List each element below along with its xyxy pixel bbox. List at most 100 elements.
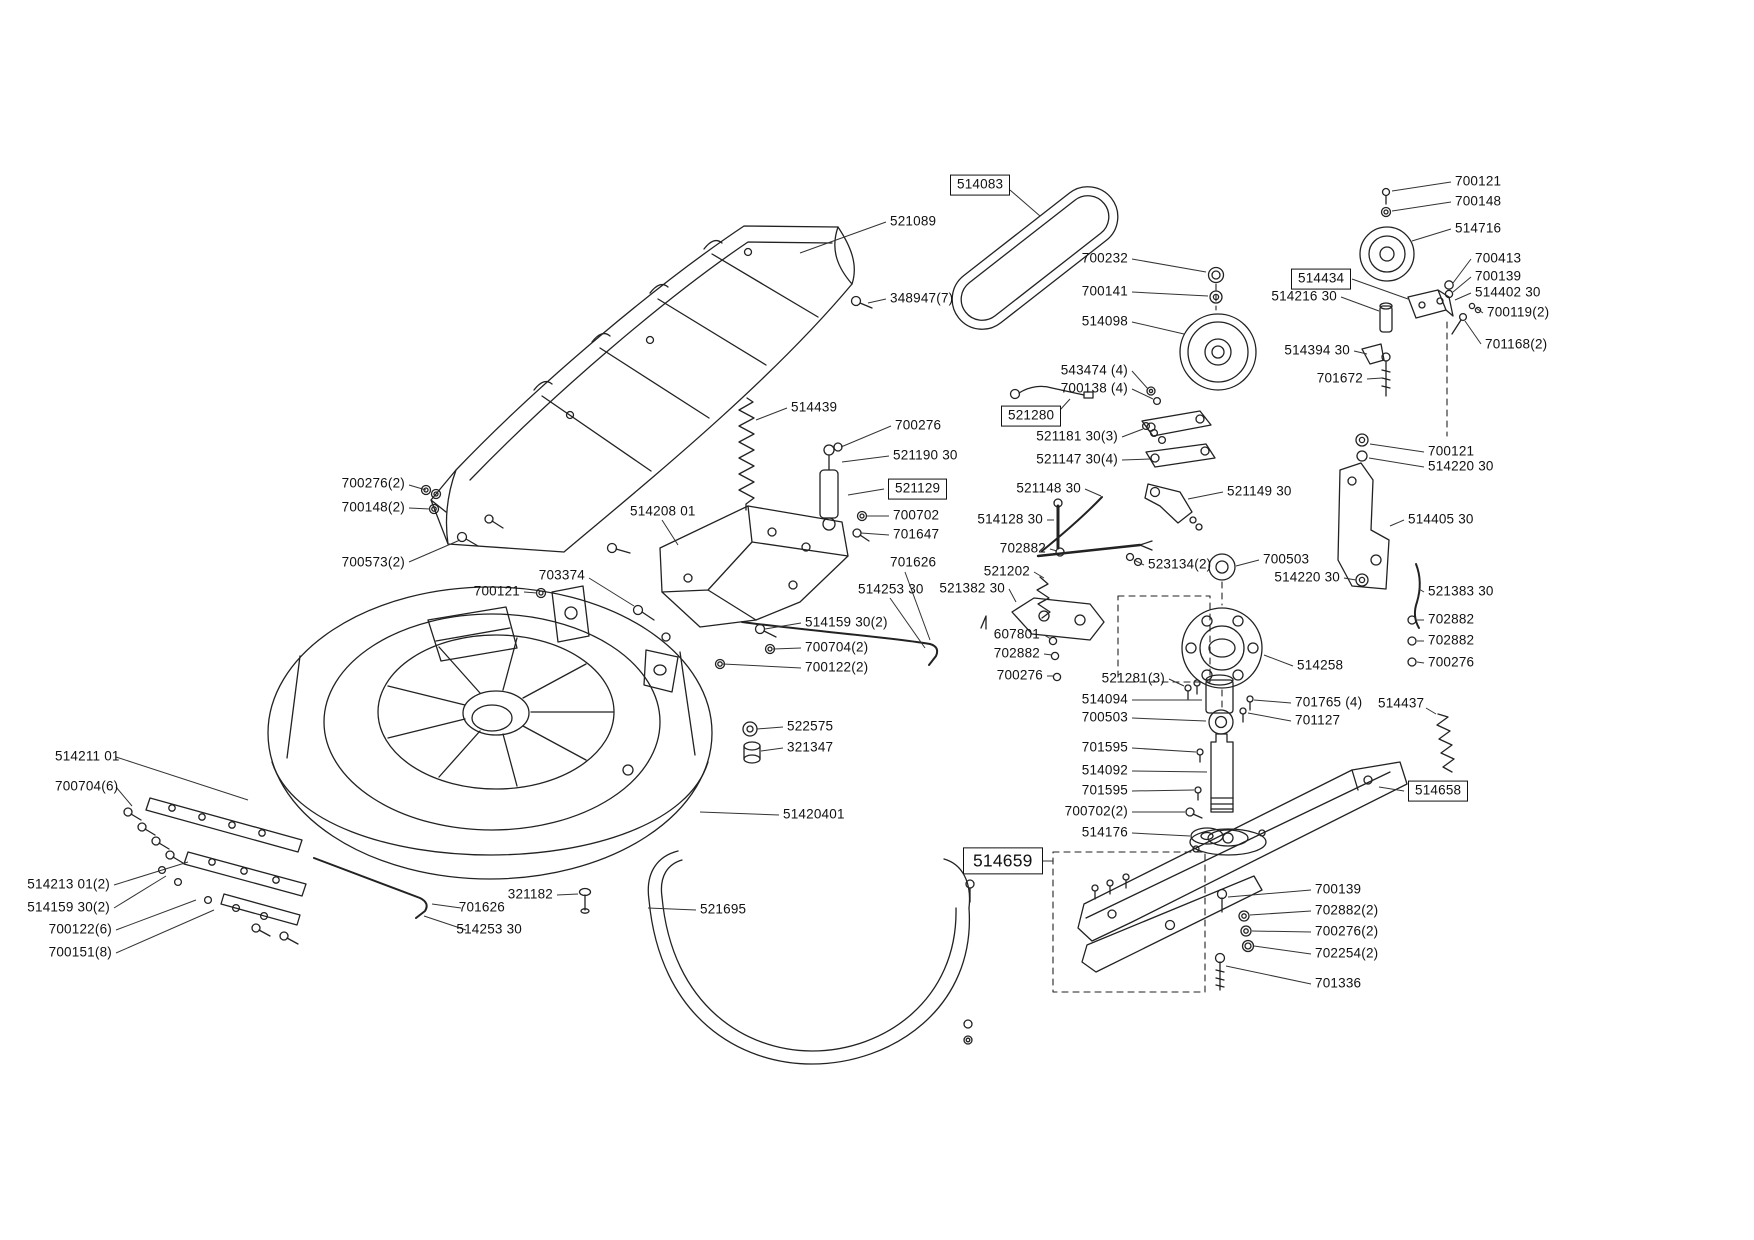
leader-line-86 [1227,889,1312,898]
leader-line-7 [661,519,679,546]
part-label-321347-20: 321347 [787,739,834,755]
part-label-700121-36: 700121 [1455,173,1502,189]
leader-line-70 [1043,653,1053,656]
leader-line-52 [1121,458,1151,461]
part-label-700276-68: 700276 [1428,654,1475,670]
part-label-702882-66: 702882 [1428,611,1475,627]
leader-line-34 [1131,291,1209,297]
leader-line-39 [1452,258,1472,284]
part-label-701127-77: 701127 [1295,712,1341,728]
leader-line-6 [523,591,538,594]
leader-line-45 [1340,296,1380,312]
part-label-700503-74: 700503 [1081,709,1128,725]
leader-line-22 [115,756,249,801]
part-label-701595-81: 701595 [1081,782,1128,798]
part-label-701672-47: 701672 [1316,370,1363,386]
leader-line-3 [408,507,431,510]
leader-line-50 [1059,398,1071,411]
part-label-702882-70: 702882 [993,645,1040,661]
leader-line-23 [115,786,133,807]
part-label-321182-28: 321182 [507,886,553,902]
leader-line-15 [889,597,926,649]
part-label-700702-2-82: 700702(2) [1064,803,1128,819]
part-label-701765-4-76: 701765 (4) [1295,694,1363,710]
leader-line-65 [1418,588,1425,593]
part-label-700276-71: 700276 [996,667,1043,683]
leader-line-89 [1253,945,1312,955]
leader-line-63 [1389,519,1405,527]
part-label-700121-61: 700121 [1428,443,1475,459]
leader-line-9 [840,425,892,448]
screw-glyph-348947 [850,295,873,309]
cable-521280 [1009,385,1094,400]
leader-line-36 [1391,181,1452,192]
hardware-blade [963,873,1255,1045]
leader-line-54 [1187,491,1224,500]
leader-line-76 [1253,699,1292,704]
part-label-701647-13: 701647 [893,526,940,542]
leader-line-24 [113,861,189,886]
part-label-701168-2-43: 701168(2) [1485,336,1548,352]
leader-line-18 [722,663,802,669]
leader-line-80 [1131,770,1208,773]
leader-line-81 [1131,789,1195,792]
part-label-521149-30-54: 521149 30 [1227,483,1292,499]
leader-line-8 [755,407,788,421]
leader-line-77 [1247,712,1292,722]
leader-line-4 [408,539,461,563]
part-label-702882-67: 702882 [1428,632,1475,648]
leader-line-79 [1131,747,1197,753]
leader-line-83 [1131,832,1191,837]
leader-line-58 [1008,588,1017,603]
leader-line-11 [847,488,885,496]
bolt-321182 [578,887,592,914]
hanger-bracket-right [1337,433,1390,590]
part-label-702254-2-89: 702254(2) [1315,945,1379,961]
leader-line-74 [1131,717,1207,722]
part-label-703374-5: 703374 [538,567,585,583]
idler-arm-links [1141,410,1216,531]
leader-line-35 [1131,321,1185,335]
leader-line-46 [1353,350,1368,355]
leader-line-57 [1033,571,1045,579]
part-label-51420401-21: 51420401 [783,806,845,822]
lift-rod-lower [313,857,428,919]
mower-deck [267,585,713,880]
part-label-700121-6: 700121 [473,583,520,599]
leader-line-42 [1475,307,1484,314]
leader-line-44 [1351,278,1409,300]
bearing-700503-upper [1208,553,1236,581]
leader-line-60 [1235,559,1260,567]
leader-line-30 [423,915,467,931]
leader-line-84 [1378,786,1405,792]
part-label-700573-2-4: 700573(2) [341,554,405,570]
part-label-700276-9: 700276 [895,417,942,433]
part-label-514220-30-64: 514220 30 [1274,569,1340,585]
idler-pulley [1359,187,1415,282]
part-label-514439-8: 514439 [791,399,838,415]
leader-line-33 [1131,258,1207,273]
leader-line-19 [756,726,784,730]
part-label-514159-30-2-16: 514159 30(2) [805,614,888,630]
leader-line-90 [1225,965,1312,985]
leader-line-32 [1009,189,1041,217]
part-label-514211-01-22: 514211 01 [55,748,120,764]
leader-line-14 [904,571,931,641]
leader-line-78 [1425,707,1437,715]
discharge-chute [430,225,855,553]
lift-damper [819,442,843,531]
part-label-514083-32: 514083 [950,174,1011,196]
dashed-guides [1052,283,1448,993]
engine-pulley [1179,266,1257,391]
part-label-521280-50: 521280 [1001,405,1062,427]
leader-line-25 [113,875,167,909]
leader-line-87 [1249,910,1312,916]
part-label-700148-2-3: 700148(2) [341,499,405,515]
idler-bracket-parts [1361,280,1482,397]
leader-line-64 [1343,577,1357,581]
part-label-514159-30-2-25: 514159 30(2) [27,899,110,915]
part-label-701626-29: 701626 [458,899,505,915]
leader-line-53 [1084,488,1102,497]
leader-line-21 [699,811,780,816]
